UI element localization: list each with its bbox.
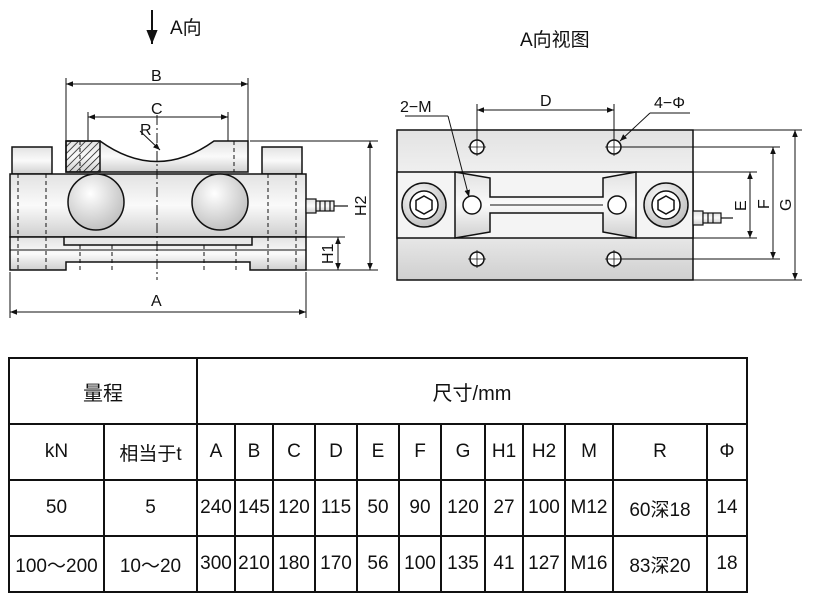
- table-row: 50 5 240 145 120 115 50 90 120 27 100 M1…: [8, 479, 748, 537]
- table-cell: 27: [484, 479, 524, 537]
- size-header: 尺寸/mm: [196, 357, 748, 425]
- table-cell: M12: [564, 479, 614, 537]
- table-cell: 5: [103, 479, 198, 537]
- table-cell: 100: [398, 535, 442, 593]
- table-cell: 300: [196, 535, 236, 593]
- bolt-head-left: [11, 146, 53, 175]
- dim-label-G: G: [778, 199, 795, 211]
- bolt-head-right: [261, 146, 303, 175]
- col-header: Φ: [706, 423, 748, 481]
- col-header: R: [612, 423, 708, 481]
- col-header: C: [272, 423, 316, 481]
- table-cell: 41: [484, 535, 524, 593]
- table-cell: 180: [272, 535, 316, 593]
- col-header: F: [398, 423, 442, 481]
- top-view-title: A向视图: [520, 29, 590, 51]
- table-row: 100～200 10～20 300 210 180 170 56 100 135…: [8, 535, 748, 593]
- dim-label-D: D: [540, 93, 552, 110]
- col-header: E: [356, 423, 400, 481]
- table-cell: 240: [196, 479, 236, 537]
- dim-label-E: E: [733, 200, 750, 211]
- callout-holes: 4−Φ: [654, 95, 685, 112]
- dim-label-R: R: [140, 122, 152, 139]
- col-header: A: [196, 423, 236, 481]
- table-cell: 18: [706, 535, 748, 593]
- dim-label-H2: H2: [353, 195, 370, 216]
- table-cell: 60深18: [612, 479, 708, 537]
- saddle-hatch: [65, 140, 101, 173]
- column-header-row: kN 相当于t A B C D E F G H1 H2 M R Φ: [8, 423, 748, 481]
- top-view: [396, 104, 802, 281]
- table-cell: 50: [356, 479, 400, 537]
- table-header-row: 量程 尺寸/mm: [8, 357, 748, 425]
- table-cell: 90: [398, 479, 442, 537]
- cable-connector: [305, 198, 348, 214]
- table-cell: 100: [522, 479, 566, 537]
- roller-left: [67, 173, 125, 231]
- dim-label-F: F: [756, 199, 773, 209]
- table-cell: 145: [234, 479, 274, 537]
- table-cell: 50: [8, 479, 105, 537]
- table-cell: 120: [272, 479, 316, 537]
- col-header: D: [314, 423, 358, 481]
- side-view: [9, 10, 378, 318]
- col-header: M: [564, 423, 614, 481]
- table-cell: 115: [314, 479, 358, 537]
- col-header: H1: [484, 423, 524, 481]
- thread-hole: [462, 195, 482, 215]
- table-cell: 83深20: [612, 535, 708, 593]
- table-cell: 56: [356, 535, 400, 593]
- technical-drawing: A向 B C R A H2 H1: [9, 10, 802, 318]
- range-header: 量程: [8, 357, 198, 425]
- main-body: [9, 173, 307, 238]
- roller-right: [191, 173, 249, 231]
- table-cell: 100～200: [8, 535, 105, 593]
- callout-thread: 2−M: [400, 99, 432, 116]
- saddle-block: [65, 140, 249, 173]
- table-cell: M16: [564, 535, 614, 593]
- spec-table: 量程 尺寸/mm kN 相当于t A B C D E F G H1 H2 M R…: [8, 357, 748, 593]
- table-cell: 135: [440, 535, 486, 593]
- col-header: H2: [522, 423, 566, 481]
- table-cell: 127: [522, 535, 566, 593]
- table-cell: 14: [706, 479, 748, 537]
- dim-label-B: B: [151, 68, 162, 85]
- table-cell: 210: [234, 535, 274, 593]
- arrow-label: A向: [170, 17, 202, 39]
- dim-label-C: C: [151, 101, 163, 118]
- col-header: kN: [8, 423, 105, 481]
- col-header: 相当于t: [103, 423, 198, 481]
- table-cell: 10～20: [103, 535, 198, 593]
- table-cell: 170: [314, 535, 358, 593]
- dim-label-H1: H1: [320, 243, 337, 264]
- top-cable-connector: [692, 210, 733, 226]
- col-header: G: [440, 423, 486, 481]
- thread-hole: [607, 195, 627, 215]
- col-header: B: [234, 423, 274, 481]
- table-cell: 120: [440, 479, 486, 537]
- dim-label-A: A: [151, 293, 162, 310]
